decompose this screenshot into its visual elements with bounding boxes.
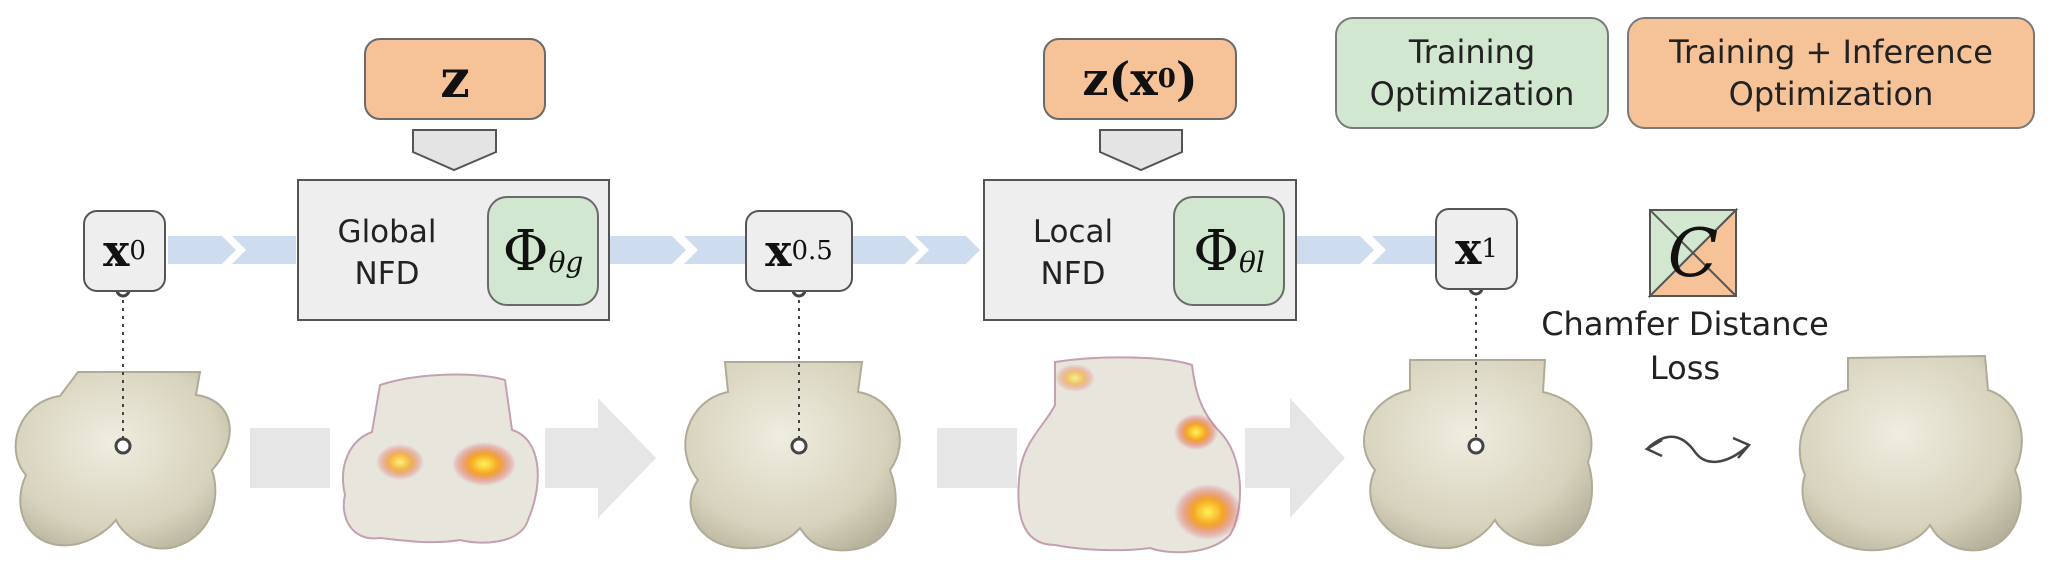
legend-training-label: Training Optimization [1369,33,1575,113]
latent-z-label: z [440,48,470,110]
state-x0-sub: 0 [129,236,146,266]
chamfer-symbol: C [1667,214,1719,292]
stage-arrows [250,398,1345,518]
chamfer-symbol-box [1647,207,1739,299]
chamfer-loss-label: Chamfer Distance Loss [1541,305,1829,387]
local-phi-symbol: Φ [1193,218,1240,284]
legend-training-optimization: Training Optimization [1335,17,1609,129]
bone-x0 [14,371,231,550]
local-phi-sub: θl [1239,245,1265,279]
bone-global-deformed [342,373,539,544]
bone-x05 [684,361,901,552]
latent-zx-sub: 0 [1157,64,1176,94]
latent-z-box: z [364,38,546,120]
flow-arrows [168,236,1435,264]
state-x05-sub: 0.5 [791,236,833,266]
leader-lines [122,290,1477,440]
legend-training-inference-label: Training + Inference Optimization [1669,33,1993,113]
state-x05-main: x [765,225,792,277]
global-phi-sub: θg [548,245,584,279]
state-x1-main: x [1455,223,1482,275]
latent-zx-close: ) [1175,52,1198,106]
latent-connectors [412,129,1183,172]
state-x0-main: x [103,225,130,277]
legend-training-inference-optimization: Training + Inference Optimization [1627,17,2035,129]
global-nfd-label: Global NFD [337,214,437,292]
bone-target [1798,354,2023,552]
latent-zx-main: z(x [1082,52,1158,106]
bone-local-deformed [1017,356,1242,554]
local-nfd-label: Local NFD [1032,214,1114,292]
state-x1-sub: 1 [1481,234,1498,264]
comparison-squiggle [1644,435,1752,464]
global-phi-symbol: Φ [502,218,549,284]
